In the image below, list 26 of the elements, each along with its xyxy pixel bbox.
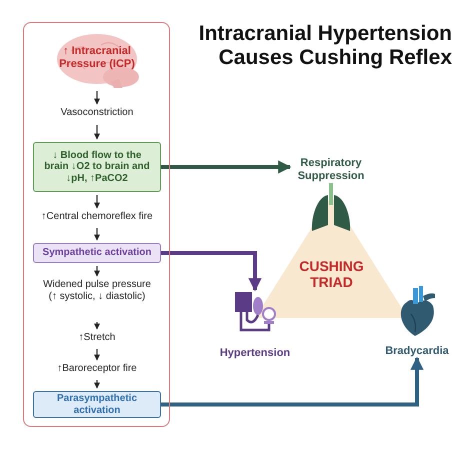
arrow: [94, 125, 100, 140]
node-label: ↑ Intracranial Pressure (ICP): [58, 45, 136, 70]
step-label: ↑Central chemoreflex fire: [40, 211, 154, 222]
process-box: Sympathetic activation: [33, 243, 161, 263]
arrow: [94, 349, 100, 361]
arrow: [161, 160, 292, 174]
node-label: Respiratory Suppression: [296, 157, 366, 182]
node-label: Bradycardia: [384, 345, 450, 358]
process-box: Parasympathetic activation: [33, 391, 161, 418]
arrow: [94, 322, 100, 330]
arrow: [161, 356, 424, 406]
node-label: Hypertension: [218, 347, 292, 360]
arrow: [94, 228, 100, 241]
step-label: Widened pulse pressure (↑ systolic, ↓ diastolic): [42, 279, 152, 302]
step-label: ↑Stretch: [78, 332, 116, 344]
step-label: ↑Baroreceptor fire: [56, 363, 138, 374]
title: Intracranial Hypertension Causes Cushing Reflex: [198, 22, 452, 70]
process-box: ↓ Blood flow to the brain ↓O2 to brain and ↓pH, ↑PaCO2: [33, 142, 161, 192]
flow-panel: [23, 22, 170, 427]
arrow: [94, 266, 100, 277]
arrow: [161, 251, 262, 292]
arrow: [94, 91, 100, 105]
triad-label: CUSHING TRIAD: [298, 258, 365, 290]
arrow: [94, 195, 100, 209]
step-label: Vasoconstriction: [60, 107, 134, 118]
arrow: [94, 380, 100, 389]
